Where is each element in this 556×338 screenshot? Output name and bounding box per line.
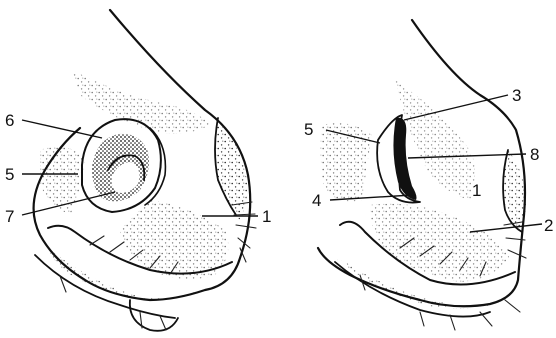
- left-nostril-view: [34, 10, 256, 331]
- label-5-right: 5: [304, 120, 313, 139]
- label-1-left: 1: [262, 207, 271, 226]
- label-1-right: 1: [472, 181, 481, 200]
- right-nostril-view: [318, 20, 526, 330]
- label-8: 8: [530, 145, 539, 164]
- label-2: 2: [544, 216, 553, 235]
- left-chin: [130, 300, 178, 331]
- label-5-left: 5: [5, 165, 14, 184]
- left-cheek-shade: [215, 118, 247, 220]
- label-4: 4: [312, 191, 321, 210]
- left-upper-stipple: [72, 70, 210, 134]
- label-3: 3: [512, 86, 521, 105]
- right-muzzle-stipple: [370, 204, 510, 282]
- label-6: 6: [5, 111, 14, 130]
- label-7: 7: [5, 207, 14, 226]
- leader-6: [22, 120, 102, 138]
